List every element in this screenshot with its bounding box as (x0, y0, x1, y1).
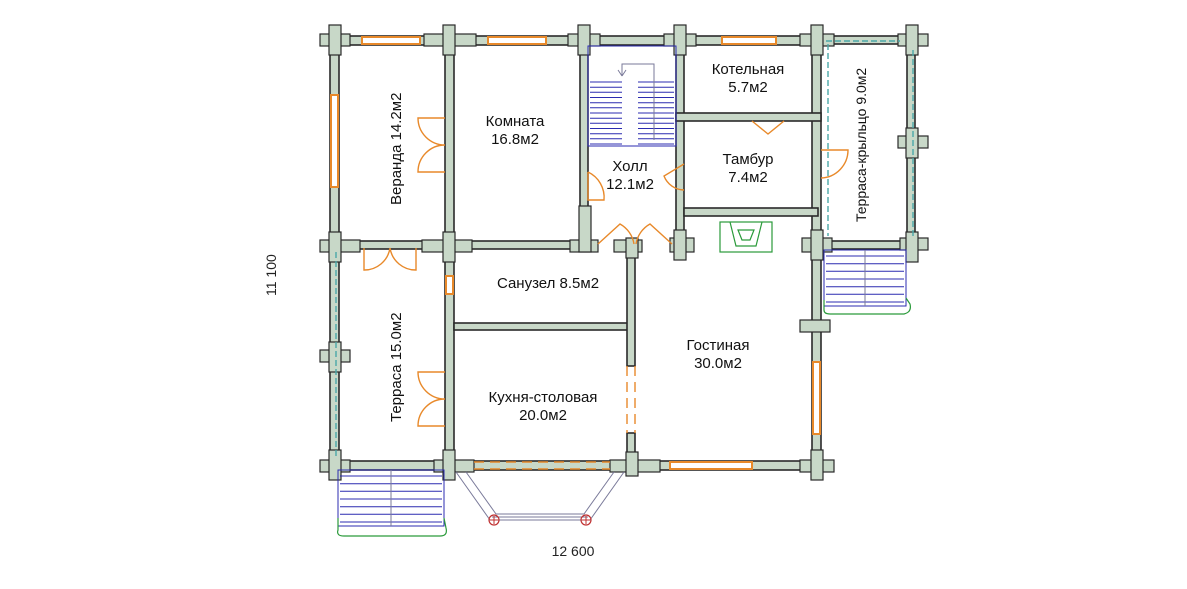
window-left-veranda (330, 94, 339, 188)
label-kitchen-name: Кухня-столовая (489, 389, 598, 406)
label-terrace: Терраса 15.0м2 (388, 312, 405, 422)
dimension-height: 11 100 (263, 254, 279, 296)
steps-bottom-left (337, 469, 447, 537)
window-top-2 (487, 36, 547, 45)
label-living-name: Гостиная (687, 337, 750, 354)
door-hall-left (587, 171, 605, 201)
log-crossings (319, 24, 929, 481)
stair-right-steps (638, 81, 674, 145)
door-veranda-room (417, 117, 446, 173)
label-bathroom: Санузел 8.5м2 (497, 275, 599, 292)
post-12 (319, 341, 351, 373)
wall-bath-right (626, 245, 636, 367)
post-4 (663, 24, 697, 56)
door-vestibule-porch (820, 149, 849, 179)
door-hall-vestibule (663, 163, 685, 191)
post-3 (567, 24, 601, 56)
label-kitchen-area: 20.0м2 (519, 407, 567, 424)
wall-boiler-bottom (675, 112, 822, 122)
door-boiler (751, 120, 785, 135)
windows (330, 36, 821, 470)
wall-boiler-left (675, 35, 685, 252)
label-vestibule-area: 7.4м2 (728, 169, 768, 186)
post-6 (897, 24, 929, 56)
post-11 (899, 231, 929, 263)
window-top-3 (721, 36, 777, 45)
post-20 (613, 237, 643, 259)
label-hall-name: Холл (612, 158, 647, 175)
window-living-right (812, 361, 821, 435)
staircase (587, 45, 677, 147)
label-vestibule-name: Тамбур (723, 151, 774, 168)
fireplace (719, 221, 773, 253)
label-boiler-name: Котельная (712, 61, 785, 78)
openings (474, 366, 636, 470)
stair-left-steps (590, 81, 622, 145)
label-boiler-area: 5.7м2 (728, 79, 768, 96)
window-bottom-living (669, 461, 753, 470)
door-hall-living (597, 223, 673, 245)
room-labels: Веранда 14.2м2 Комната 16.8м2 Котельная … (388, 61, 869, 424)
post-15 (433, 449, 475, 481)
post-5 (799, 24, 835, 56)
post-9 (669, 229, 695, 261)
post-2 (423, 24, 477, 56)
walls (321, 35, 925, 471)
post-19 (569, 205, 599, 253)
label-room-area: 16.8м2 (491, 131, 539, 148)
steps-porch (823, 249, 911, 315)
label-room-name: Комната (486, 113, 545, 130)
bay-window (455, 471, 625, 526)
window-bath (445, 275, 454, 295)
dimensions: 11 100 12 600 (263, 254, 595, 559)
post-7 (319, 231, 361, 263)
post-17 (799, 449, 835, 481)
wall-bath-kitchen (453, 322, 631, 331)
label-hall-area: 12.1м2 (606, 176, 654, 193)
post-1 (319, 24, 351, 56)
door-veranda-terrace (363, 247, 417, 271)
doors (363, 117, 849, 427)
label-porch: Терраса-крыльцо 9.0м2 (853, 68, 869, 222)
post-16 (609, 451, 661, 477)
post-18 (799, 319, 831, 333)
label-living-area: 30.0м2 (694, 355, 742, 372)
door-terrace-kitchen (417, 371, 446, 427)
post-8 (421, 231, 473, 263)
railings (335, 40, 914, 456)
label-veranda: Веранда 14.2м2 (388, 93, 405, 205)
dimension-width: 12 600 (552, 543, 595, 559)
wall-vestibule-bottom (683, 207, 819, 217)
post-10 (801, 229, 833, 261)
window-top-1 (361, 36, 421, 45)
